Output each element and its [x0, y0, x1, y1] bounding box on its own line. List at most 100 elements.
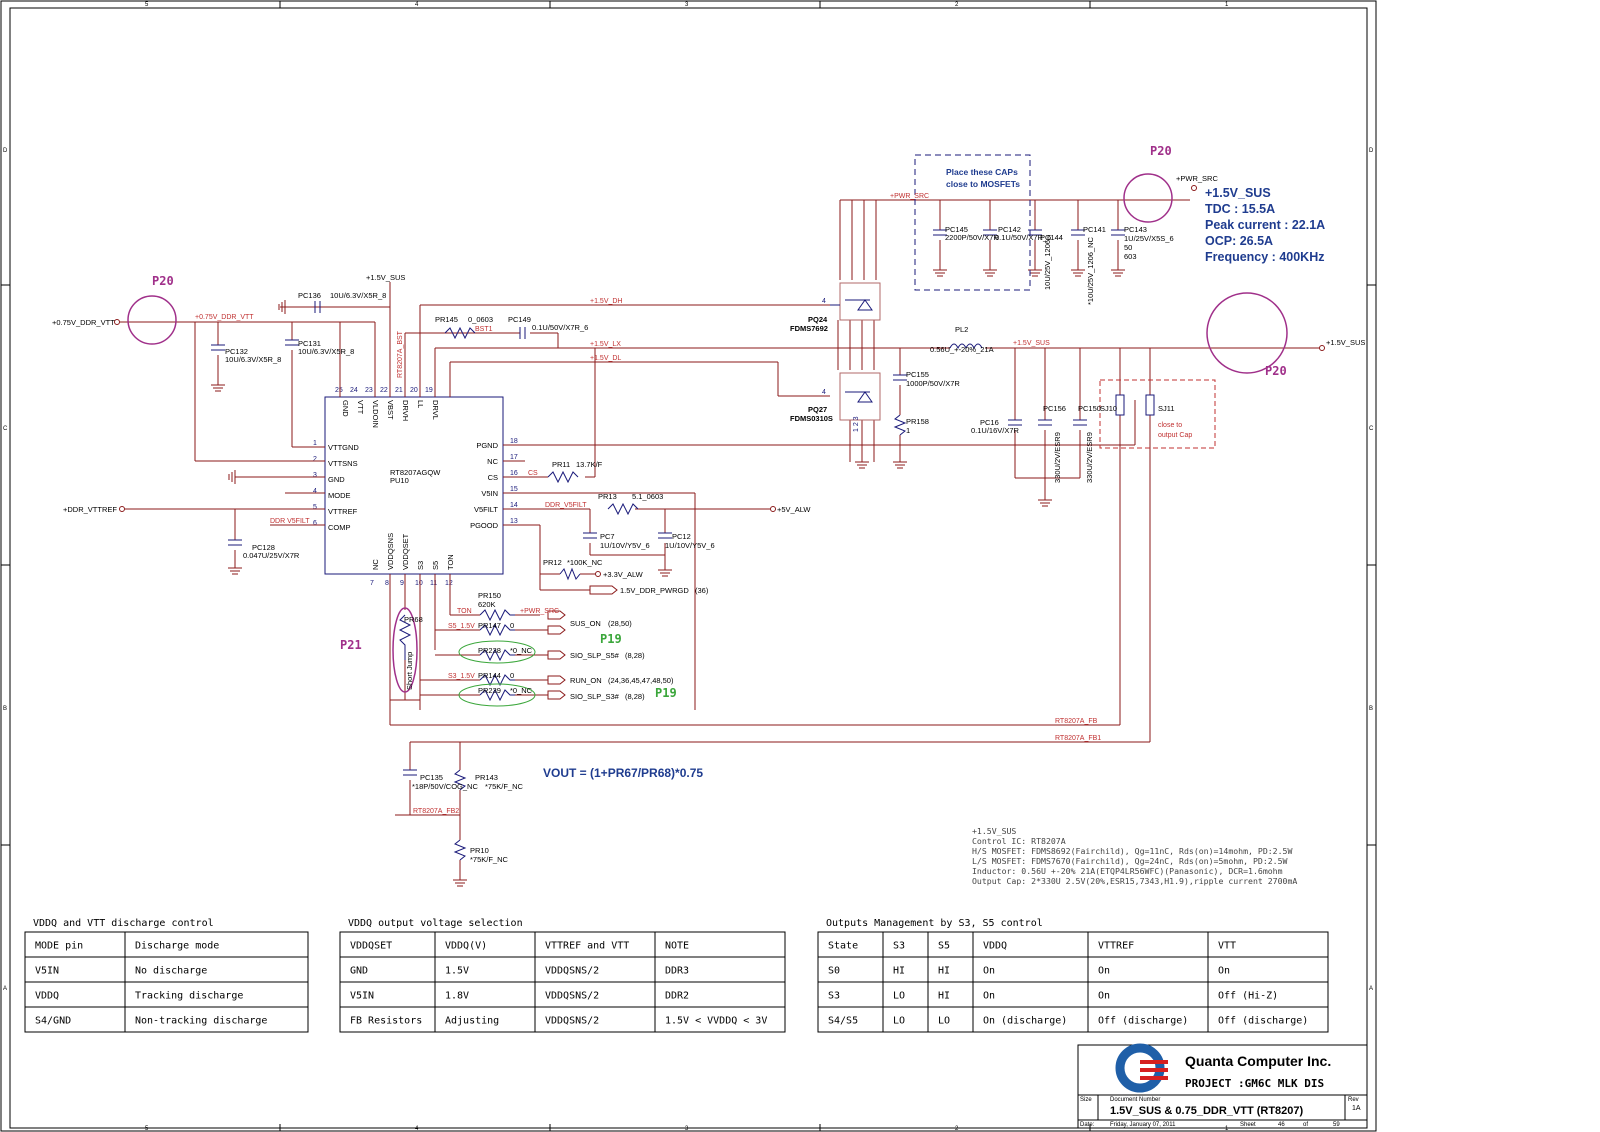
value-pc155: 1000P/50V/X7R — [906, 379, 960, 388]
probe-p20: P20 — [1265, 364, 1287, 378]
value-pr143: *75K/F_NC — [485, 782, 524, 791]
pgnd-pins: 1 2 3 — [853, 416, 860, 432]
row-marker: B — [3, 706, 7, 712]
ground-icon — [1038, 499, 1052, 507]
table-cell: VDDQSNS/2 — [545, 1016, 599, 1027]
probe-ellipse — [458, 640, 536, 664]
value-pc143: 1U/25V/X5S_6 — [1124, 234, 1174, 243]
ground-icon — [855, 461, 869, 469]
design-notes: +1.5V_SUS Control IC: RT8207A H/S MOSFET… — [972, 826, 1297, 886]
net-rt-bst: RT8207A_BST — [397, 330, 404, 378]
ground-icon — [278, 300, 286, 314]
label-pc155: PC155 — [906, 370, 929, 379]
inductor-pl2 — [949, 343, 983, 350]
svg-text:GND: GND — [341, 400, 350, 417]
svg-text:21: 21 — [395, 387, 403, 394]
net-dl: +1.5V_DL — [590, 355, 621, 362]
table-cell: HI — [938, 966, 950, 977]
svg-text:DRVH: DRVH — [401, 400, 410, 421]
table-cell: DDR2 — [665, 991, 689, 1002]
net-ton: TON — [457, 608, 472, 615]
label-pq24: PQ24 — [808, 315, 828, 324]
label-sj10: SJ10 — [1100, 404, 1117, 413]
svg-text:VBST: VBST — [386, 400, 395, 420]
value-pc156: 330U/2V/ESR9 — [1053, 432, 1062, 483]
table-cell: 1.8V — [445, 991, 469, 1002]
net-slp-s3-ref: (8,28) — [625, 692, 645, 701]
net-slp-s5: SIO_SLP_S5# — [570, 651, 620, 660]
ic-pin: 3 GND — [313, 472, 345, 484]
probe-ellipse — [392, 607, 418, 693]
table-cell: No discharge — [135, 966, 207, 977]
value-pr144: 0 — [510, 671, 514, 680]
table-cell: Discharge mode — [135, 941, 219, 952]
col-marker: 1 — [1225, 1126, 1229, 1132]
net-s5: S5_1.5V — [448, 623, 475, 630]
col-marker: 2 — [955, 2, 959, 8]
label-pc144: PC144 — [1040, 233, 1063, 242]
table-cell: VDDQSNS/2 — [545, 966, 599, 977]
svg-text:CS: CS — [488, 473, 498, 482]
row-marker: C — [1369, 426, 1374, 432]
value-pq27: FDMS0310S — [790, 414, 833, 423]
value-pl2: 0.56U_+-20%_21A — [930, 345, 994, 354]
table-cell: 1.5V — [445, 966, 469, 977]
close-note: output Cap — [1158, 432, 1192, 439]
mosfet-pin-4: 4 — [822, 298, 826, 305]
net-lx: +1.5V_LX — [590, 341, 621, 348]
table-cell: S5 — [938, 941, 950, 952]
table-cell: Tracking discharge — [135, 991, 243, 1002]
value-pc128: 0.047U/25V/X7R — [243, 551, 300, 560]
label-sj11: SJ11 — [1158, 404, 1175, 413]
table-cell: On — [1218, 966, 1230, 977]
svg-text:GND: GND — [328, 475, 345, 484]
svg-text:COMP: COMP — [328, 523, 351, 532]
value-pc131: 10U/6.3V/X5R_8 — [298, 347, 354, 356]
col-marker: 5 — [145, 1126, 149, 1132]
net-slp-s5-ref: (8,28) — [625, 651, 645, 660]
table-cell: VTT — [1218, 941, 1236, 952]
col-marker: 4 — [415, 1126, 419, 1132]
svg-text:8: 8 — [385, 580, 389, 587]
sheet-border: 5 4 3 2 1 5 4 3 2 1 D C B A D C B A — [0, 0, 1377, 1132]
probe-labels: P20 P20 P20 P21 P19 P19 — [152, 144, 1287, 700]
ic-ref: PU10 — [390, 476, 409, 485]
size-label: Size — [1080, 1097, 1092, 1103]
svg-text:MODE: MODE — [328, 491, 351, 500]
sheet-number: 46 — [1278, 1122, 1285, 1128]
mosfet-pq24[interactable] — [830, 282, 881, 321]
probe-circle — [1123, 173, 1173, 223]
svg-text:14: 14 — [510, 502, 518, 509]
value-pc144: 10U/25V_1206 — [1043, 240, 1052, 290]
table-cell: On (discharge) — [983, 1016, 1067, 1027]
ground-icon — [983, 269, 997, 277]
value-pr147: 0 — [510, 621, 514, 630]
mosfet-pq27[interactable] — [839, 372, 881, 421]
svg-text:15: 15 — [510, 486, 518, 493]
value-pc12: 1U/10V/Y5V_6 — [665, 541, 715, 550]
svg-text:7: 7 — [370, 580, 374, 587]
company-name: Quanta Computer Inc. — [1185, 1053, 1331, 1069]
note-line: +1.5V_SUS — [972, 826, 1016, 836]
svg-text:DRVL: DRVL — [431, 400, 440, 420]
note-line: H/S MOSFET: FDMS8692(Fairchild), Qg=11nC… — [972, 846, 1292, 856]
net-pwr-src: +PWR_SRC — [1176, 174, 1218, 183]
company-logo — [1115, 1043, 1168, 1093]
table-cell: S4/GND — [35, 1016, 71, 1027]
label-pr68: PR68 — [404, 615, 423, 624]
value-pc135: *18P/50V/COG_NC — [412, 782, 478, 791]
net-dh: +1.5V_DH — [590, 298, 623, 305]
svg-text:3: 3 — [313, 472, 317, 479]
